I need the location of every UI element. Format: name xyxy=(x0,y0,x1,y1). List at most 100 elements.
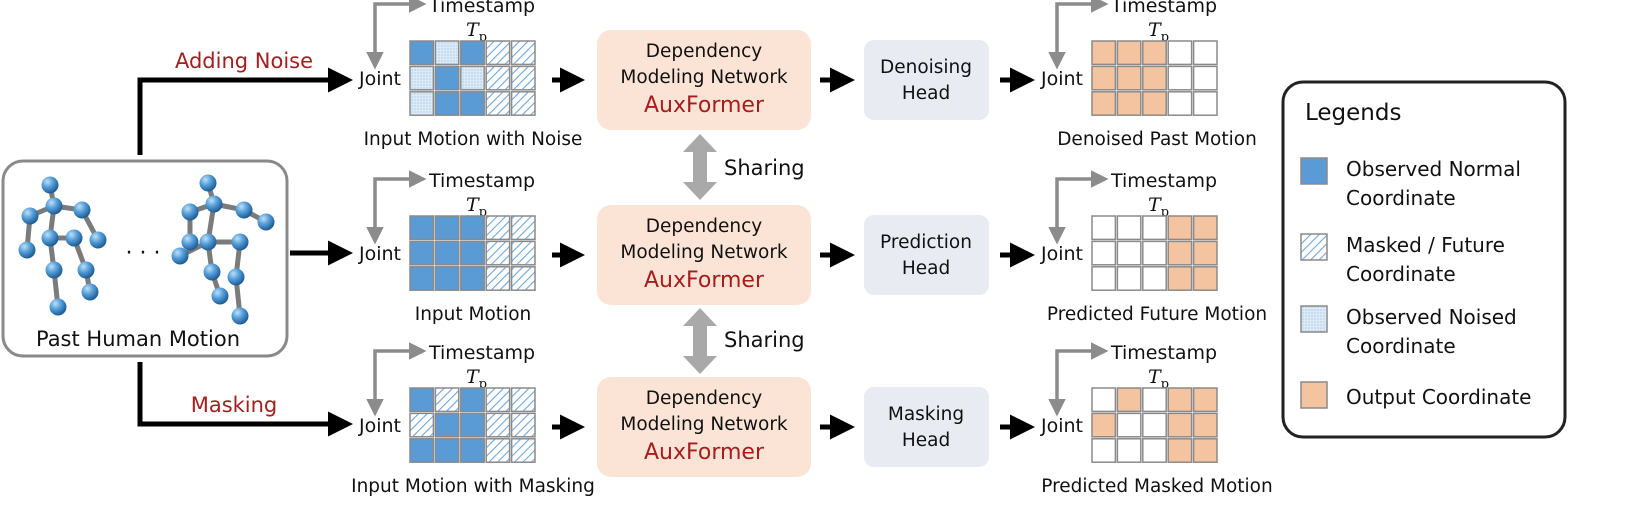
branch-arrows xyxy=(137,67,353,437)
grid-cell xyxy=(409,240,435,266)
grid-cell xyxy=(434,40,460,66)
legend-line1: Observed Normal xyxy=(1346,157,1521,181)
grid-cell xyxy=(485,240,511,266)
legend-line1: Output Coordinate xyxy=(1346,385,1531,409)
grid-cell xyxy=(1192,412,1218,438)
grid-cell xyxy=(1091,438,1117,463)
sharing-label-top: Sharing xyxy=(724,156,805,180)
grid-cell xyxy=(485,65,511,91)
grid-cell xyxy=(1167,91,1193,116)
grid-cell xyxy=(1167,240,1193,266)
module-line2: Modeling Network xyxy=(620,242,788,263)
legend-line2: Coordinate xyxy=(1346,334,1456,358)
head-line1: Prediction xyxy=(880,232,972,253)
joint-label: Joint xyxy=(358,415,401,437)
grid-cell xyxy=(409,215,435,241)
output-caption: Predicted Masked Motion xyxy=(1041,476,1272,497)
skeleton-right-icon xyxy=(171,174,275,325)
timestamp-axis-arrow xyxy=(1048,170,1109,245)
timestamp-label: Timestamp xyxy=(428,342,535,364)
timestamp-label: Timestamp xyxy=(1110,170,1217,192)
grid-cell xyxy=(485,387,511,413)
grid-cell xyxy=(1091,40,1117,66)
grid-cell xyxy=(1116,438,1142,463)
sharing-arrow-down-icon xyxy=(683,182,717,200)
grid-cell xyxy=(460,438,485,463)
grid-cell xyxy=(434,412,460,438)
timestamp-label: Timestamp xyxy=(428,170,535,192)
sharing-top: Sharing xyxy=(683,134,805,200)
output-caption: Denoised Past Motion xyxy=(1057,129,1257,150)
tp-label: Tp xyxy=(1148,366,1169,392)
grid-cell xyxy=(1142,91,1167,116)
tp-label: Tp xyxy=(466,366,487,392)
grid-cell xyxy=(434,65,460,91)
noise-branch-arrow xyxy=(137,67,353,155)
timestamp-axis-arrow xyxy=(366,0,427,70)
timestamp-axis-arrow xyxy=(1048,342,1109,417)
legend-title: Legends xyxy=(1305,100,1401,126)
grid-cell xyxy=(1091,215,1117,241)
grid-cell xyxy=(510,438,536,463)
input-caption: Input Motion xyxy=(415,304,532,325)
timestamp-axis-arrow xyxy=(366,170,427,245)
grid-cell xyxy=(460,91,485,116)
grid-cell xyxy=(510,65,536,91)
legend-swatch xyxy=(1300,157,1328,185)
legend-box: Legends Observed NormalCoordinateMasked … xyxy=(1281,80,1567,439)
past-human-motion-box: · · · xyxy=(1,159,289,358)
head-line1: Masking xyxy=(888,404,964,425)
grid-cell xyxy=(434,387,460,413)
module-line2: Modeling Network xyxy=(620,414,788,435)
grid-cell xyxy=(434,266,460,291)
module-name: AuxFormer xyxy=(644,93,765,118)
grid-cell xyxy=(1142,387,1167,413)
grid-cell xyxy=(409,40,435,66)
timestamp-label: Timestamp xyxy=(1110,342,1217,364)
joint-label: Joint xyxy=(1040,415,1083,437)
grid-cell xyxy=(510,40,536,66)
grid-cell xyxy=(409,438,435,463)
head-line1: Denoising xyxy=(880,57,972,78)
grid-cell xyxy=(485,266,511,291)
legend-swatch xyxy=(1300,305,1328,333)
grid-cell xyxy=(510,387,536,413)
grid-cell xyxy=(1116,40,1142,66)
grid-cell xyxy=(485,412,511,438)
module-line2: Modeling Network xyxy=(620,67,788,88)
module-line1: Dependency xyxy=(646,388,762,409)
grid-cell xyxy=(434,438,460,463)
grid-cell xyxy=(409,387,435,413)
grid-cell xyxy=(510,412,536,438)
grid-cell xyxy=(1192,240,1218,266)
grid-cell xyxy=(434,91,460,116)
grid-cell xyxy=(1142,240,1167,266)
grid-cell xyxy=(1167,40,1193,66)
head-line2: Head xyxy=(902,430,950,451)
grid-cell xyxy=(1091,240,1117,266)
grid-cell xyxy=(460,266,485,291)
module-line1: Dependency xyxy=(646,216,762,237)
grid-cell xyxy=(1091,266,1117,291)
grid-cell xyxy=(1116,240,1142,266)
grid-cell xyxy=(409,266,435,291)
grid-cell xyxy=(409,65,435,91)
grid-cell xyxy=(1167,438,1193,463)
tp-label: Tp xyxy=(466,19,487,45)
legend-line2: Coordinate xyxy=(1346,186,1456,210)
grid-cell xyxy=(1167,266,1193,291)
grid-cell xyxy=(1116,266,1142,291)
grid-cell xyxy=(1142,40,1167,66)
grid-cell xyxy=(460,65,485,91)
grid-cell xyxy=(1142,412,1167,438)
grid-cell xyxy=(1091,387,1117,413)
grid-cell xyxy=(510,240,536,266)
sharing-arrow-up-icon xyxy=(683,134,717,152)
